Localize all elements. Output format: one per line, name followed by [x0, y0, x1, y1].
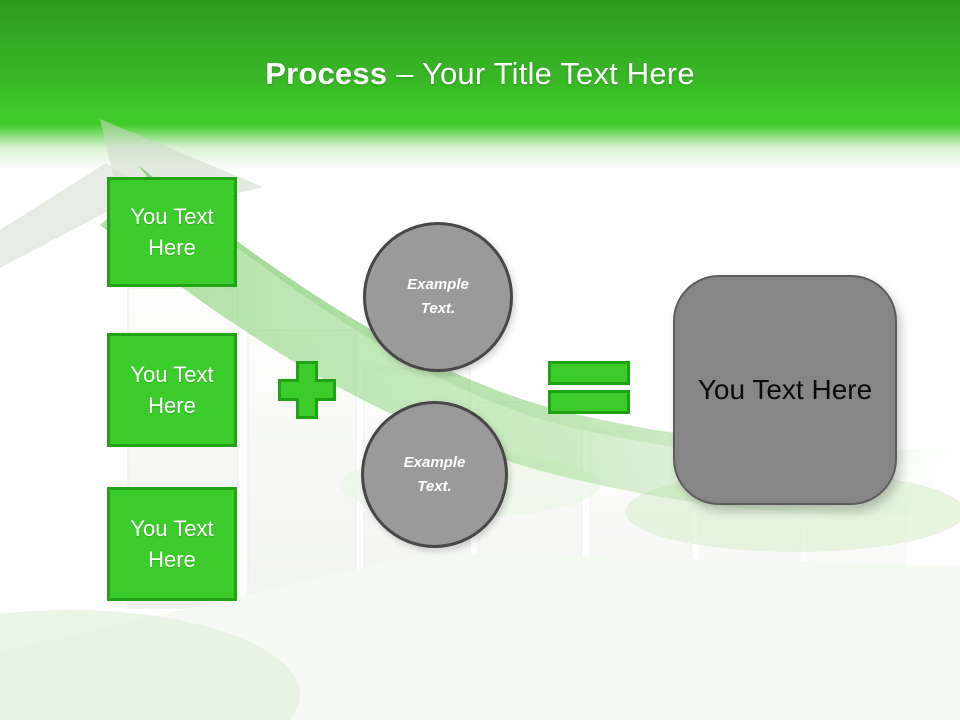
example-circle-label: Example Text. — [407, 276, 469, 317]
example-circle-2[interactable]: Example Text. — [361, 401, 508, 548]
slide-title-emphasis: Process — [265, 56, 388, 91]
text-placeholder-label: You Text Here — [130, 362, 214, 418]
slide-title: Process– Your Title Text Here — [0, 55, 960, 93]
example-circle-1[interactable]: Example Text. — [363, 222, 513, 372]
text-placeholder-box-2[interactable]: You Text Here — [107, 333, 237, 447]
result-text-label: You Text Here — [697, 374, 873, 405]
text-placeholder-box-3[interactable]: You Text Here — [107, 487, 237, 601]
slide-title-rest: – Your Title Text Here — [396, 56, 695, 91]
text-placeholder-box-1[interactable]: You Text Here — [107, 177, 237, 287]
text-placeholder-label: You Text Here — [130, 204, 214, 260]
header-green-band — [0, 0, 960, 170]
equals-bar-bottom — [548, 390, 630, 414]
plus-icon — [277, 360, 337, 420]
example-circle-label: Example Text. — [403, 453, 466, 495]
equals-bar-top — [548, 361, 630, 385]
result-text-box[interactable]: You Text Here — [673, 275, 897, 505]
floor-glow-left — [0, 610, 300, 720]
equals-icon — [548, 361, 630, 414]
text-placeholder-label: You Text Here — [130, 516, 214, 572]
